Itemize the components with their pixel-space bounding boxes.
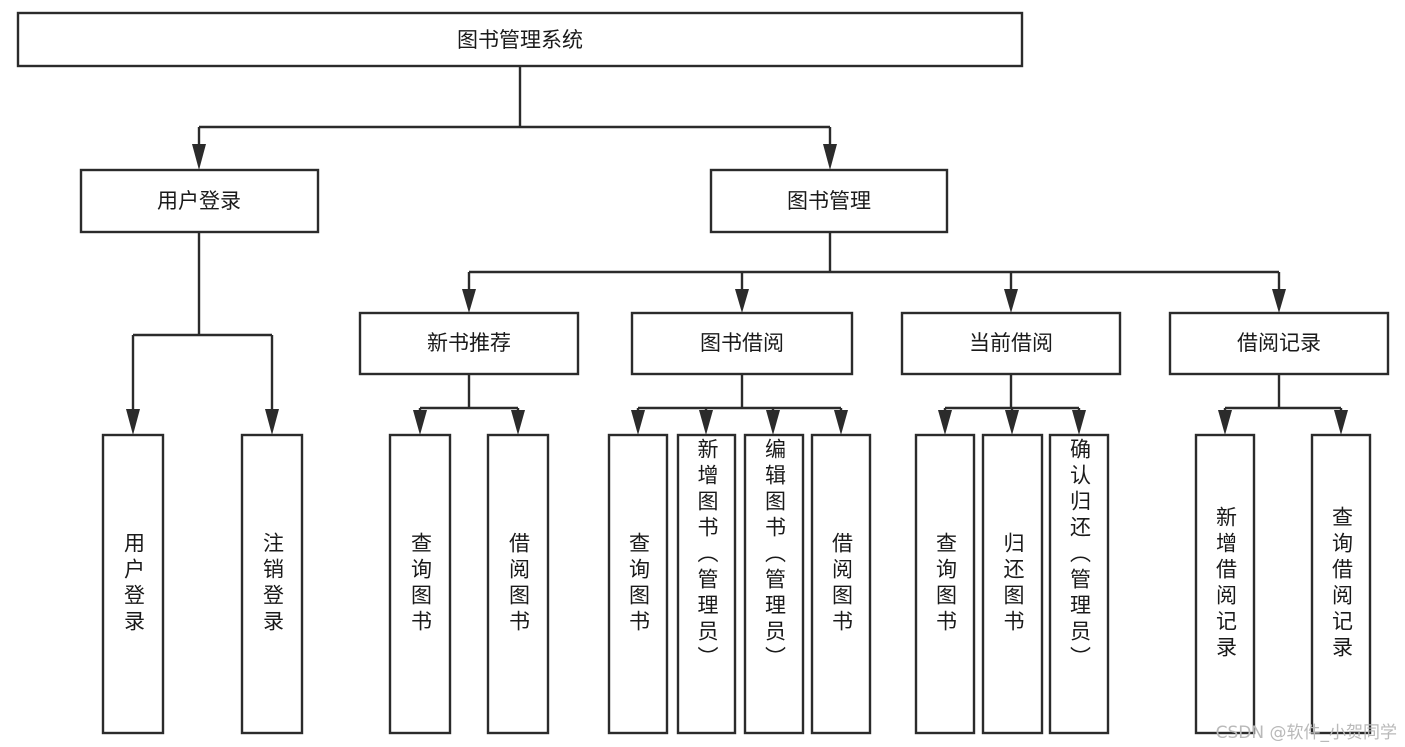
arrow-head-leaf-confirm-return — [1072, 410, 1086, 435]
arrow-head-new-book-rec — [462, 289, 476, 313]
arrow-head-leaf-add-record — [1218, 410, 1232, 435]
node-leaf-user-login-rect[interactable] — [101, 433, 165, 735]
node-root-label: 图书管理系统 — [457, 28, 583, 52]
node-leaf-query-book-1[interactable]: 查询图书 — [390, 435, 450, 733]
node-leaf-borrow-book-1-rect[interactable] — [486, 433, 550, 735]
arrow-head-leaf-query-book-3 — [938, 410, 952, 435]
arrow-head-leaf-query-book-2 — [631, 410, 645, 435]
arrow-head-leaf-borrow-book-1 — [511, 410, 525, 435]
node-new-book-rec-label: 新书推荐 — [427, 331, 511, 355]
node-leaf-query-book-3[interactable]: 查询图书 — [916, 435, 974, 733]
arrow-head-leaf-query-record — [1334, 410, 1348, 435]
node-leaf-edit-book-rect[interactable] — [743, 433, 805, 735]
arrow-head-leaf-return-book — [1005, 410, 1019, 435]
arrow-head-leaf-user-login — [126, 409, 140, 435]
node-root[interactable]: 图书管理系统 — [16, 11, 1024, 68]
arrow-head-leaf-user-logout — [265, 409, 279, 435]
node-borrow-record-label: 借阅记录 — [1237, 331, 1321, 355]
node-book-borrow-label: 图书借阅 — [700, 331, 784, 355]
node-leaf-query-record-label: 查询借阅记录 — [1329, 506, 1354, 662]
node-leaf-query-book-3-label: 查询图书 — [933, 532, 958, 636]
node-leaf-edit-book-label: 编辑图书（管理员） — [762, 438, 787, 672]
node-root-rect[interactable] — [16, 11, 1024, 68]
node-user-login[interactable]: 用户登录 — [79, 168, 320, 234]
node-leaf-borrow-book-1-label: 借阅图书 — [506, 532, 531, 636]
node-leaf-user-logout-rect[interactable] — [240, 433, 304, 735]
node-leaf-query-record-rect[interactable] — [1310, 433, 1372, 735]
node-leaf-query-record[interactable]: 查询借阅记录 — [1312, 435, 1370, 733]
node-current-borrow[interactable]: 当前借阅 — [900, 311, 1122, 376]
node-leaf-add-record[interactable]: 新增借阅记录 — [1196, 435, 1254, 733]
node-leaf-confirm-return[interactable]: 确认归还（管理员） — [1050, 438, 1108, 733]
arrow-head-book-manage — [823, 144, 837, 170]
arrow-head-user-login — [192, 144, 206, 170]
arrow-head-borrow-record — [1272, 289, 1286, 313]
node-leaf-borrow-book-2-label: 借阅图书 — [829, 532, 854, 636]
node-leaf-query-book-1-label: 查询图书 — [408, 532, 433, 636]
node-user-login-label: 用户登录 — [157, 189, 241, 213]
node-leaf-edit-book[interactable]: 编辑图书（管理员） — [745, 438, 803, 733]
arrow-head-leaf-add-book — [699, 410, 713, 435]
watermark-text: CSDN @软件_小贺同学 — [1215, 723, 1397, 743]
node-leaf-query-book-3-rect[interactable] — [914, 433, 976, 735]
arrow-head-leaf-query-book-1 — [413, 410, 427, 435]
node-leaf-add-book-rect[interactable] — [676, 433, 737, 735]
node-leaf-add-record-rect[interactable] — [1194, 433, 1256, 735]
arrow-head-leaf-borrow-book-2 — [834, 410, 848, 435]
node-book-borrow[interactable]: 图书借阅 — [630, 311, 854, 376]
node-leaf-confirm-return-label: 确认归还（管理员） — [1067, 438, 1092, 672]
node-book-manage[interactable]: 图书管理 — [709, 168, 949, 234]
node-book-manage-rect[interactable] — [709, 168, 949, 234]
node-leaf-return-book-rect[interactable] — [981, 433, 1044, 735]
node-leaf-user-logout[interactable]: 注销登录 — [242, 435, 302, 733]
node-current-borrow-rect[interactable] — [900, 311, 1122, 376]
node-layer-horizontal: 图书管理系统 用户登录 图书管理 新书推荐 图书借阅 当前借阅 — [16, 11, 1390, 376]
node-leaf-user-logout-label: 注销登录 — [260, 532, 285, 636]
node-leaf-user-login-label: 用户登录 — [121, 532, 146, 636]
node-leaf-return-book[interactable]: 归还图书 — [983, 435, 1042, 733]
node-book-borrow-rect[interactable] — [630, 311, 854, 376]
node-leaf-borrow-book-2[interactable]: 借阅图书 — [812, 435, 870, 733]
node-leaf-borrow-book-1[interactable]: 借阅图书 — [488, 435, 548, 733]
node-leaf-query-book-2-rect[interactable] — [607, 433, 669, 735]
node-leaf-query-book-1-rect[interactable] — [388, 433, 452, 735]
node-layer-leaves — [101, 433, 1372, 735]
node-user-login-rect[interactable] — [79, 168, 320, 234]
node-leaf-add-book[interactable]: 新增图书（管理员） — [678, 438, 735, 733]
node-leaf-borrow-book-2-rect[interactable] — [810, 433, 872, 735]
node-borrow-record-rect[interactable] — [1168, 311, 1390, 376]
node-new-book-rec-rect[interactable] — [358, 311, 580, 376]
connector-layer — [126, 66, 1348, 435]
node-leaf-confirm-return-rect[interactable] — [1048, 433, 1110, 735]
node-new-book-rec[interactable]: 新书推荐 — [358, 311, 580, 376]
node-leaf-return-book-label: 归还图书 — [1001, 532, 1025, 636]
node-current-borrow-label: 当前借阅 — [969, 331, 1053, 355]
node-leaf-query-book-2[interactable]: 查询图书 — [609, 435, 667, 733]
node-borrow-record[interactable]: 借阅记录 — [1168, 311, 1390, 376]
node-leaf-add-record-label: 新增借阅记录 — [1213, 506, 1238, 662]
arrow-head-leaf-edit-book — [766, 410, 780, 435]
node-leaf-user-login[interactable]: 用户登录 — [103, 435, 163, 733]
arrow-head-current-borrow — [1004, 289, 1018, 313]
node-leaf-query-book-2-label: 查询图书 — [626, 532, 651, 636]
node-leaf-add-book-label: 新增图书（管理员） — [695, 438, 719, 672]
arrow-head-book-borrow — [735, 289, 749, 313]
node-book-manage-label: 图书管理 — [787, 189, 871, 213]
